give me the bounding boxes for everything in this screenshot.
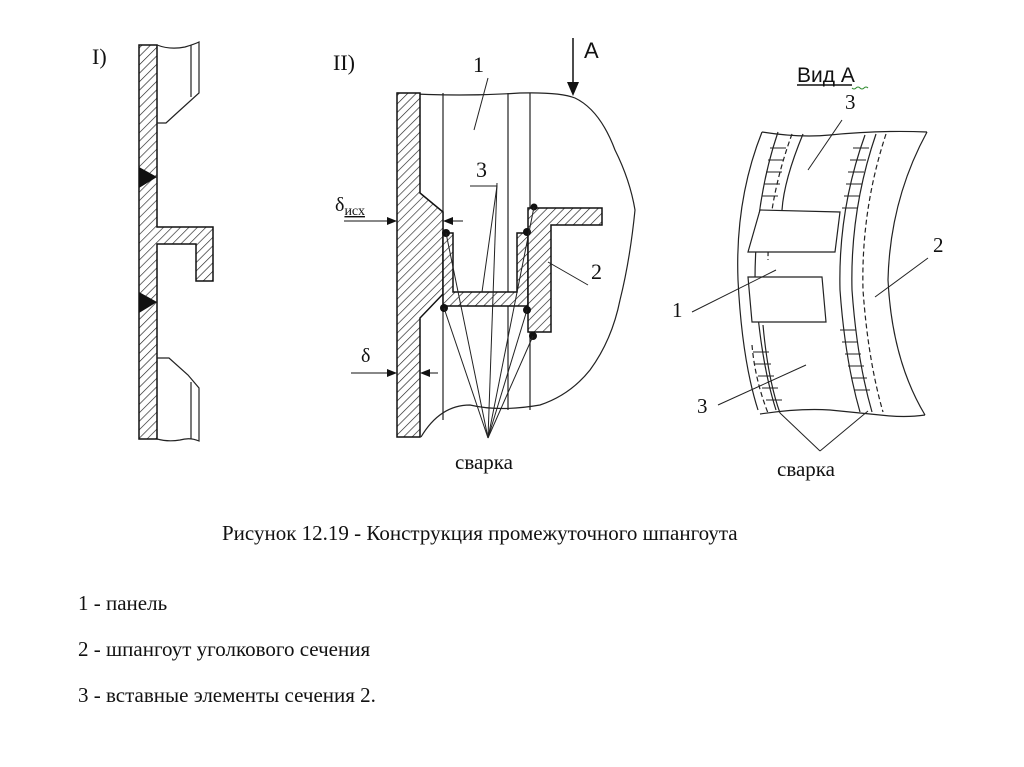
legend-item-panel: 1 - панель [78,591,168,615]
legend-item-insert: 3 - вставные элементы сечения 2. [78,683,376,707]
view-label-insert-bottom: 3 [697,394,708,418]
view-A-outline-left [737,131,763,411]
panel-window-lower [747,276,827,323]
label-panel-1: 1 [473,52,484,77]
weld-leader [819,410,869,452]
view-arrow-label: А [584,38,599,63]
frame-flange-line [851,133,877,413]
panel-I-section [138,44,214,440]
view-A-bottom-edge [759,408,926,418]
frame-flange-line [839,134,866,413]
lower-panel-outline [156,357,200,442]
label-2-leader [547,261,589,286]
weld-leader-lines [443,182,535,439]
leader [807,119,843,171]
spellcheck-squiggle [851,86,869,90]
weld-mark-upper [139,167,157,188]
label-1-leader [473,77,489,131]
weld-leader [779,412,821,452]
view-A-drawing: Вид А [672,64,944,481]
legend-item-frame: 2 - шпангоут уголкового сечения [78,637,371,661]
panel-II-label: II) [333,50,355,75]
view-A-top-edge [761,130,928,137]
panel-I-label: I) [92,44,107,69]
figure-caption: Рисунок 12.19 - Конструкция промежуточно… [222,521,738,545]
panel-II-break-outline [396,92,636,438]
weld-ticks [753,147,870,401]
delta-label: δ [361,345,370,367]
panel-I-drawing: I) [92,41,214,442]
view-label-insert-top: 3 [845,90,856,114]
panel-II-drawing: II) А [333,38,636,474]
panel-window-upper [747,209,841,253]
weld-mark-lower [139,292,157,313]
view-label-panel: 1 [672,298,683,322]
insert-U-section [442,232,529,307]
insert-edge [781,133,804,211]
leader [874,257,929,298]
delta-initial-label: δисх [335,194,365,219]
label-3-leader [470,185,498,293]
panel-II-skin-section [396,92,444,438]
leader [717,364,807,406]
view-arrow-head [567,82,579,96]
frame-angle-section [527,207,603,333]
label-insert-3: 3 [476,157,487,182]
insert-edge [762,324,781,414]
view-A-right-edge [887,131,928,416]
insert-hidden-line [751,344,769,414]
frame-hidden-line [862,133,887,413]
view-label-frame: 2 [933,233,944,257]
label-frame-2: 2 [591,259,602,284]
weld-label-view: сварка [777,457,836,481]
view-A-title: Вид А [797,64,855,87]
leader [691,269,777,313]
weld-label-II: сварка [455,450,514,474]
upper-panel-outline [156,41,200,124]
